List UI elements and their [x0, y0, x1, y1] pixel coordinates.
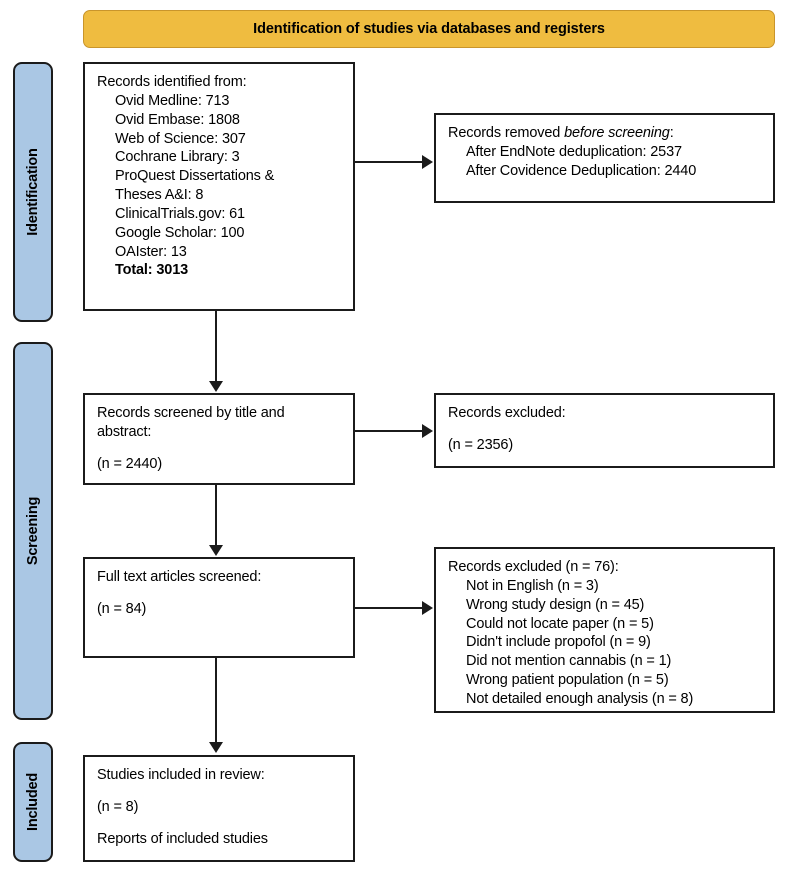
- records-identified-heading: Records identified from:: [97, 74, 247, 90]
- stage-label-included: Included: [25, 772, 41, 832]
- fulltext-screened-heading: Full text articles screened:: [97, 569, 262, 585]
- source-ovid-embase: Ovid Embase: 1808: [115, 111, 240, 128]
- records-screened-line1: Records screened by title and: [97, 405, 285, 421]
- records-screened-count: (n = 2440): [97, 455, 163, 472]
- records-excluded-screening-heading: Records excluded:: [448, 405, 566, 421]
- exclusion-reason-wrong-study-design: Wrong study design (n = 45): [466, 596, 645, 613]
- source-proquest-line1: ProQuest Dissertations &: [115, 168, 275, 185]
- connector-fulltext-to-excluded: [355, 607, 423, 609]
- source-ovid-medline: Ovid Medline: 713: [115, 92, 230, 109]
- exclusion-reason-no-cannabis: Did not mention cannabis (n = 1): [466, 653, 672, 670]
- records-excluded-fulltext-heading: Records excluded (n = 76):: [448, 559, 619, 575]
- arrowhead-right-fulltext-to-excluded: [422, 601, 433, 615]
- stage-bar-screening: Screening: [13, 342, 53, 720]
- exclusion-reason-no-propofol: Didn't include propofol (n = 9): [466, 634, 651, 651]
- records-removed-heading-post: :: [669, 125, 674, 141]
- studies-included-count: (n = 8): [97, 798, 139, 815]
- box-records-screened: Records screened by title and abstract: …: [83, 393, 355, 485]
- source-proquest-line2: Theses A&I: 8: [115, 187, 204, 204]
- spacer: [97, 587, 343, 600]
- source-oaister: OAIster: 13: [115, 243, 187, 260]
- box-records-removed: Records removed before screening: After …: [434, 113, 775, 203]
- exclusion-reason-not-in-english: Not in English (n = 3): [466, 577, 599, 594]
- removed-covidence-dedup: After Covidence Deduplication: 2440: [466, 162, 697, 179]
- spacer: [97, 817, 343, 830]
- source-google-scholar: Google Scholar: 100: [115, 224, 245, 241]
- connector-screened-to-fulltext: [215, 485, 217, 547]
- records-identified-total: Total: 3013: [115, 262, 189, 279]
- diagram-title-banner: Identification of studies via databases …: [83, 10, 775, 48]
- source-clinicaltrials-gov: ClinicalTrials.gov: 61: [115, 205, 245, 222]
- records-screened-line2: abstract:: [97, 423, 152, 440]
- spacer: [97, 442, 343, 455]
- records-removed-heading: Records removed before screening:: [448, 124, 763, 143]
- spacer: [97, 785, 343, 798]
- box-records-identified: Records identified from: Ovid Medline: 7…: [83, 62, 355, 311]
- diagram-title: Identification of studies via databases …: [253, 21, 605, 37]
- stage-bar-included: Included: [13, 742, 53, 862]
- source-cochrane-library: Cochrane Library: 3: [115, 149, 240, 166]
- removed-endnote-dedup: After EndNote deduplication: 2537: [466, 143, 682, 160]
- stage-label-screening: Screening: [25, 496, 41, 566]
- box-fulltext-screened: Full text articles screened: (n = 84): [83, 557, 355, 658]
- exclusion-reason-wrong-patient-population: Wrong patient population (n = 5): [466, 672, 669, 689]
- box-records-excluded-fulltext: Records excluded (n = 76): Not in Englis…: [434, 547, 775, 713]
- fulltext-screened-count: (n = 84): [97, 600, 147, 617]
- spacer: [448, 423, 763, 436]
- stage-label-identification: Identification: [25, 148, 41, 236]
- box-records-excluded-screening: Records excluded: (n = 2356): [434, 393, 775, 468]
- connector-screened-to-excluded: [355, 430, 423, 432]
- records-excluded-screening-count: (n = 2356): [448, 436, 514, 453]
- arrowhead-down-fulltext-to-included: [209, 742, 223, 753]
- source-web-of-science: Web of Science: 307: [115, 130, 246, 147]
- connector-identified-to-removed: [355, 161, 423, 163]
- records-removed-heading-italic: before screening: [564, 125, 670, 141]
- stage-bar-identification: Identification: [13, 62, 53, 322]
- exclusion-reason-not-detailed-enough: Not detailed enough analysis (n = 8): [466, 690, 694, 707]
- studies-included-heading: Studies included in review:: [97, 767, 265, 783]
- box-studies-included: Studies included in review: (n = 8) Repo…: [83, 755, 355, 862]
- exclusion-reason-could-not-locate-paper: Could not locate paper (n = 5): [466, 615, 654, 632]
- arrowhead-down-identified-to-screened: [209, 381, 223, 392]
- arrowhead-down-screened-to-fulltext: [209, 545, 223, 556]
- studies-included-reports: Reports of included studies: [97, 830, 268, 847]
- connector-fulltext-to-included: [215, 658, 217, 744]
- arrowhead-right-identified-to-removed: [422, 155, 433, 169]
- records-removed-heading-pre: Records removed: [448, 125, 565, 141]
- connector-identified-to-screened: [215, 311, 217, 383]
- arrowhead-right-screened-to-excluded: [422, 424, 433, 438]
